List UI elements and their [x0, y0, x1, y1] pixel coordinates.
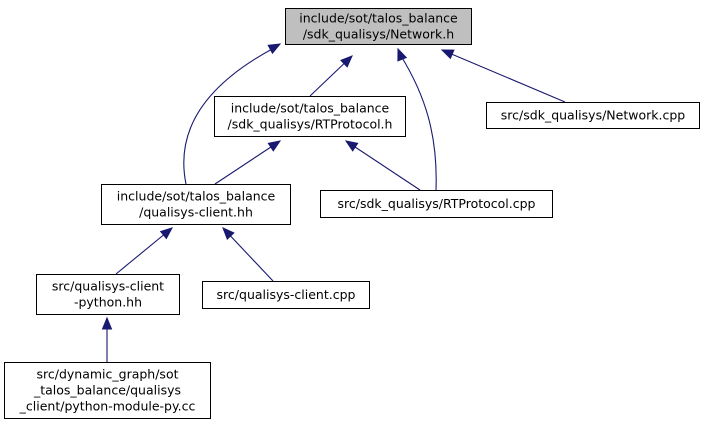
edge-python_module_py_cc-to-qualisys_client_python_hh [101, 316, 113, 362]
node-box [320, 190, 553, 218]
node-label-line: src/sdk_qualisys/Network.cpp [501, 108, 685, 123]
edge-arrowhead [222, 227, 235, 240]
node-label-line: include/sot/talos_balance [299, 11, 458, 26]
edge-arrowhead [267, 43, 282, 55]
edge-line [441, 49, 566, 103]
edge-qualisys_client_python_hh-to-qualisys_client_hh [115, 227, 174, 275]
edge-rtprotocol_cpp-to-network_h [397, 47, 437, 191]
edge-arrowhead [440, 49, 455, 60]
node-box [202, 281, 370, 309]
edge-arrowhead [159, 227, 174, 240]
node-qualisys-client-python-hh[interactable]: src/qualisys-client-python.hh [36, 274, 180, 315]
node-label-line: src/qualisys-client.cpp [217, 287, 356, 302]
edge-rtprotocol_cpp-to-rtprotocol_h [344, 140, 421, 191]
edge-qualisys_client_hh-to-network_h [183, 43, 282, 185]
node-rtprotocol-cpp[interactable]: src/sdk_qualisys/RTProtocol.cpp [320, 190, 553, 218]
node-qualisys-client-hh[interactable]: include/sot/talos_balance/qualisys-clien… [101, 184, 291, 225]
node-label-line: /sdk_qualisys/RTProtocol.h [228, 117, 393, 132]
edge-arrowhead [267, 140, 282, 152]
node-box [36, 274, 180, 315]
edge-qualisys_client_hh-to-rtprotocol_h [214, 140, 282, 185]
node-label-line: /sdk_qualisys/Network.h [303, 27, 454, 42]
nodes-layer: include/sot/talos_balance/sdk_qualisys/N… [4, 8, 700, 419]
edge-qualisys_client_cpp-to-qualisys_client_hh [222, 227, 274, 282]
node-label-line: -python.hh [74, 295, 142, 310]
edge-line [400, 55, 437, 191]
node-box [486, 102, 700, 129]
edge-line [222, 227, 274, 282]
edge-arrowhead [344, 140, 359, 152]
node-label-line: src/qualisys-client [52, 279, 164, 294]
node-box [101, 184, 291, 225]
node-qualisys-client-cpp[interactable]: src/qualisys-client.cpp [202, 281, 370, 309]
node-label-line: src/sdk_qualisys/RTProtocol.cpp [338, 196, 536, 211]
node-label-line: src/dynamic_graph/sot [36, 367, 178, 382]
node-label-line: include/sot/talos_balance [117, 189, 276, 204]
edge-rtprotocol_h-to-network_h [309, 55, 353, 97]
edge-line [183, 47, 275, 185]
edges-layer [101, 43, 566, 362]
node-label-line: _talos_balance/qualisys [33, 383, 181, 398]
edge-arrowhead [101, 316, 113, 330]
node-network-cpp[interactable]: src/sdk_qualisys/Network.cpp [486, 102, 700, 129]
node-label-line: _client/python-module-py.cc [19, 399, 196, 414]
edge-line [115, 227, 173, 275]
node-network-h[interactable]: include/sot/talos_balance/sdk_qualisys/N… [285, 8, 472, 45]
node-box [4, 362, 211, 419]
edge-line [214, 140, 281, 185]
node-box [285, 8, 472, 45]
node-python-module-py-cc[interactable]: src/dynamic_graph/sot_talos_balance/qual… [4, 362, 211, 419]
node-label-line: /qualisys-client.hh [139, 205, 253, 220]
edge-network_cpp-to-network_h [440, 49, 566, 103]
edge-line [345, 140, 421, 191]
edge-arrowhead [340, 55, 353, 68]
node-label-line: include/sot/talos_balance [231, 101, 390, 116]
edge-arrowhead [397, 47, 408, 62]
node-rtprotocol-h[interactable]: include/sot/talos_balance/sdk_qualisys/R… [214, 96, 406, 137]
node-box [214, 96, 406, 137]
